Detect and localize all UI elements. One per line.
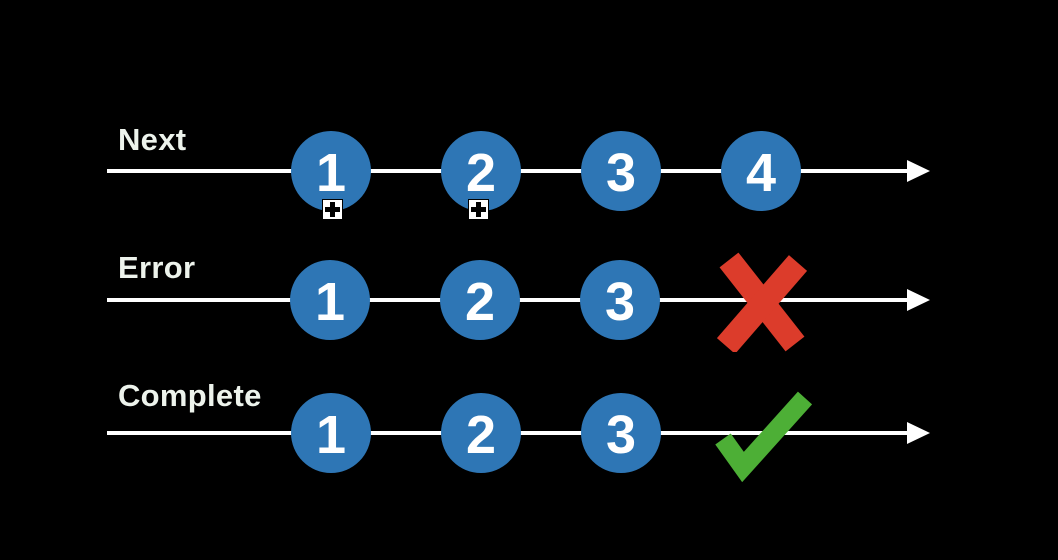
marble-event: 1 — [291, 131, 371, 211]
marble-event: 3 — [580, 260, 660, 340]
marble-value: 2 — [464, 271, 496, 332]
marble-value: 1 — [315, 404, 347, 465]
arrowhead-icon — [907, 289, 930, 311]
marble-event: 4 — [721, 131, 801, 211]
row-label-error: Error — [118, 250, 196, 285]
marble-value: 2 — [465, 142, 497, 203]
marble-value: 1 — [314, 271, 346, 332]
plus-box-icon — [322, 199, 343, 220]
marble-value: 3 — [605, 404, 637, 465]
marble-event: 1 — [290, 260, 370, 340]
marble-event: 3 — [581, 393, 661, 473]
marble-value: 1 — [315, 142, 347, 203]
marble-value: 4 — [745, 142, 777, 203]
marble-value: 3 — [604, 271, 636, 332]
marble-value: 2 — [465, 404, 497, 465]
marble-event: 2 — [441, 393, 521, 473]
marble-event: 1 — [291, 393, 371, 473]
row-label-next: Next — [118, 122, 187, 157]
marble-event: 2 — [441, 131, 521, 211]
plus-bar-horizontal — [325, 207, 340, 212]
marble-event: 3 — [581, 131, 661, 211]
arrowhead-icon — [907, 160, 930, 182]
arrowhead-icon — [907, 422, 930, 444]
error-x-icon — [716, 252, 808, 352]
marble-event: 2 — [440, 260, 520, 340]
complete-check-icon — [715, 391, 813, 482]
plus-bar-horizontal — [471, 207, 486, 212]
row-label-complete: Complete — [118, 378, 262, 413]
marble-value: 3 — [605, 142, 637, 203]
plus-box-icon — [468, 199, 489, 220]
